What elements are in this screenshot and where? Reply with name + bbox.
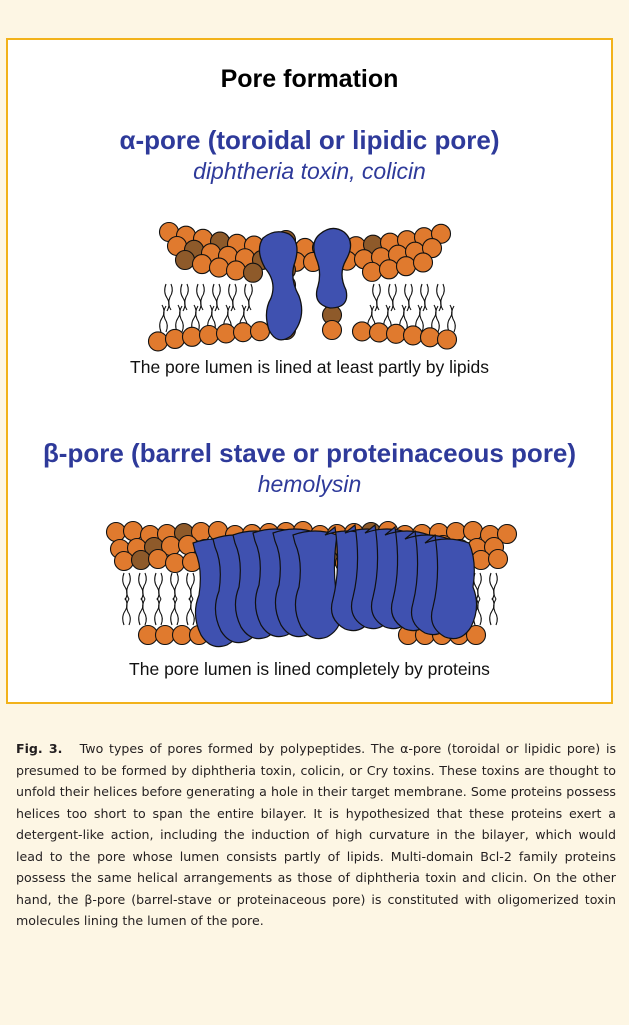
beta-barrel-proteins [193,525,477,647]
lipid-head [107,523,126,542]
lipid-head [397,257,416,276]
lipid-head [234,323,253,342]
lipid-head [370,323,389,342]
alpha-pore-membrane-illustration [8,180,611,355]
lipid-bilayer [149,223,457,351]
lipid-head [166,554,185,573]
lipid-head [387,324,406,343]
lipid-head [464,522,483,541]
alpha-pore-description: The pore lumen is lined at least partly … [8,357,611,378]
lipid-head [193,255,212,274]
lipid-head [404,326,423,345]
beta-pore-title: β-pore (barrel stave or proteinaceous po… [8,438,611,469]
lipid-head [363,262,382,281]
lipid-head [217,324,236,343]
lipid-head [227,261,246,280]
lipid-head [166,329,185,348]
lipid-head [132,551,151,570]
lipid-head [139,626,158,645]
lipid-head [149,332,168,351]
beta-pore-membrane-illustration [8,495,611,655]
figure-panel: Pore formation α-pore (toroidal or lipid… [6,38,613,704]
beta-pore-description: The pore lumen is lined completely by pr… [8,659,611,680]
barrel-stave [293,531,341,639]
alpha-pore-title: α-pore (toroidal or lipidic pore) [8,125,611,156]
lipid-head [124,522,143,541]
lipid-head [183,327,202,346]
beta-pore-subtitle: hemolysin [8,471,611,498]
lipid-head [115,552,134,571]
figure-title: Pore formation [8,65,611,94]
lipid-head [353,322,372,341]
lipid-head [210,258,229,277]
figure-caption: Fig. 3. Two types of pores formed by pol… [16,738,616,932]
lipid-head [421,328,440,347]
lipid-head [200,325,219,344]
lipid-head [414,253,433,272]
lipid-head [323,321,342,340]
lipid-head [156,626,175,645]
lipid-head [438,330,457,349]
caption-label: Fig. 3. [16,741,62,756]
lipid-head [244,263,263,282]
lipid-head [251,322,270,341]
caption-text: Two types of pores formed by polypeptide… [16,741,616,928]
lipid-head [489,550,508,569]
lipid-head [149,550,168,569]
lipid-head [173,626,192,645]
lipid-head [380,260,399,279]
lipid-head [176,251,195,270]
